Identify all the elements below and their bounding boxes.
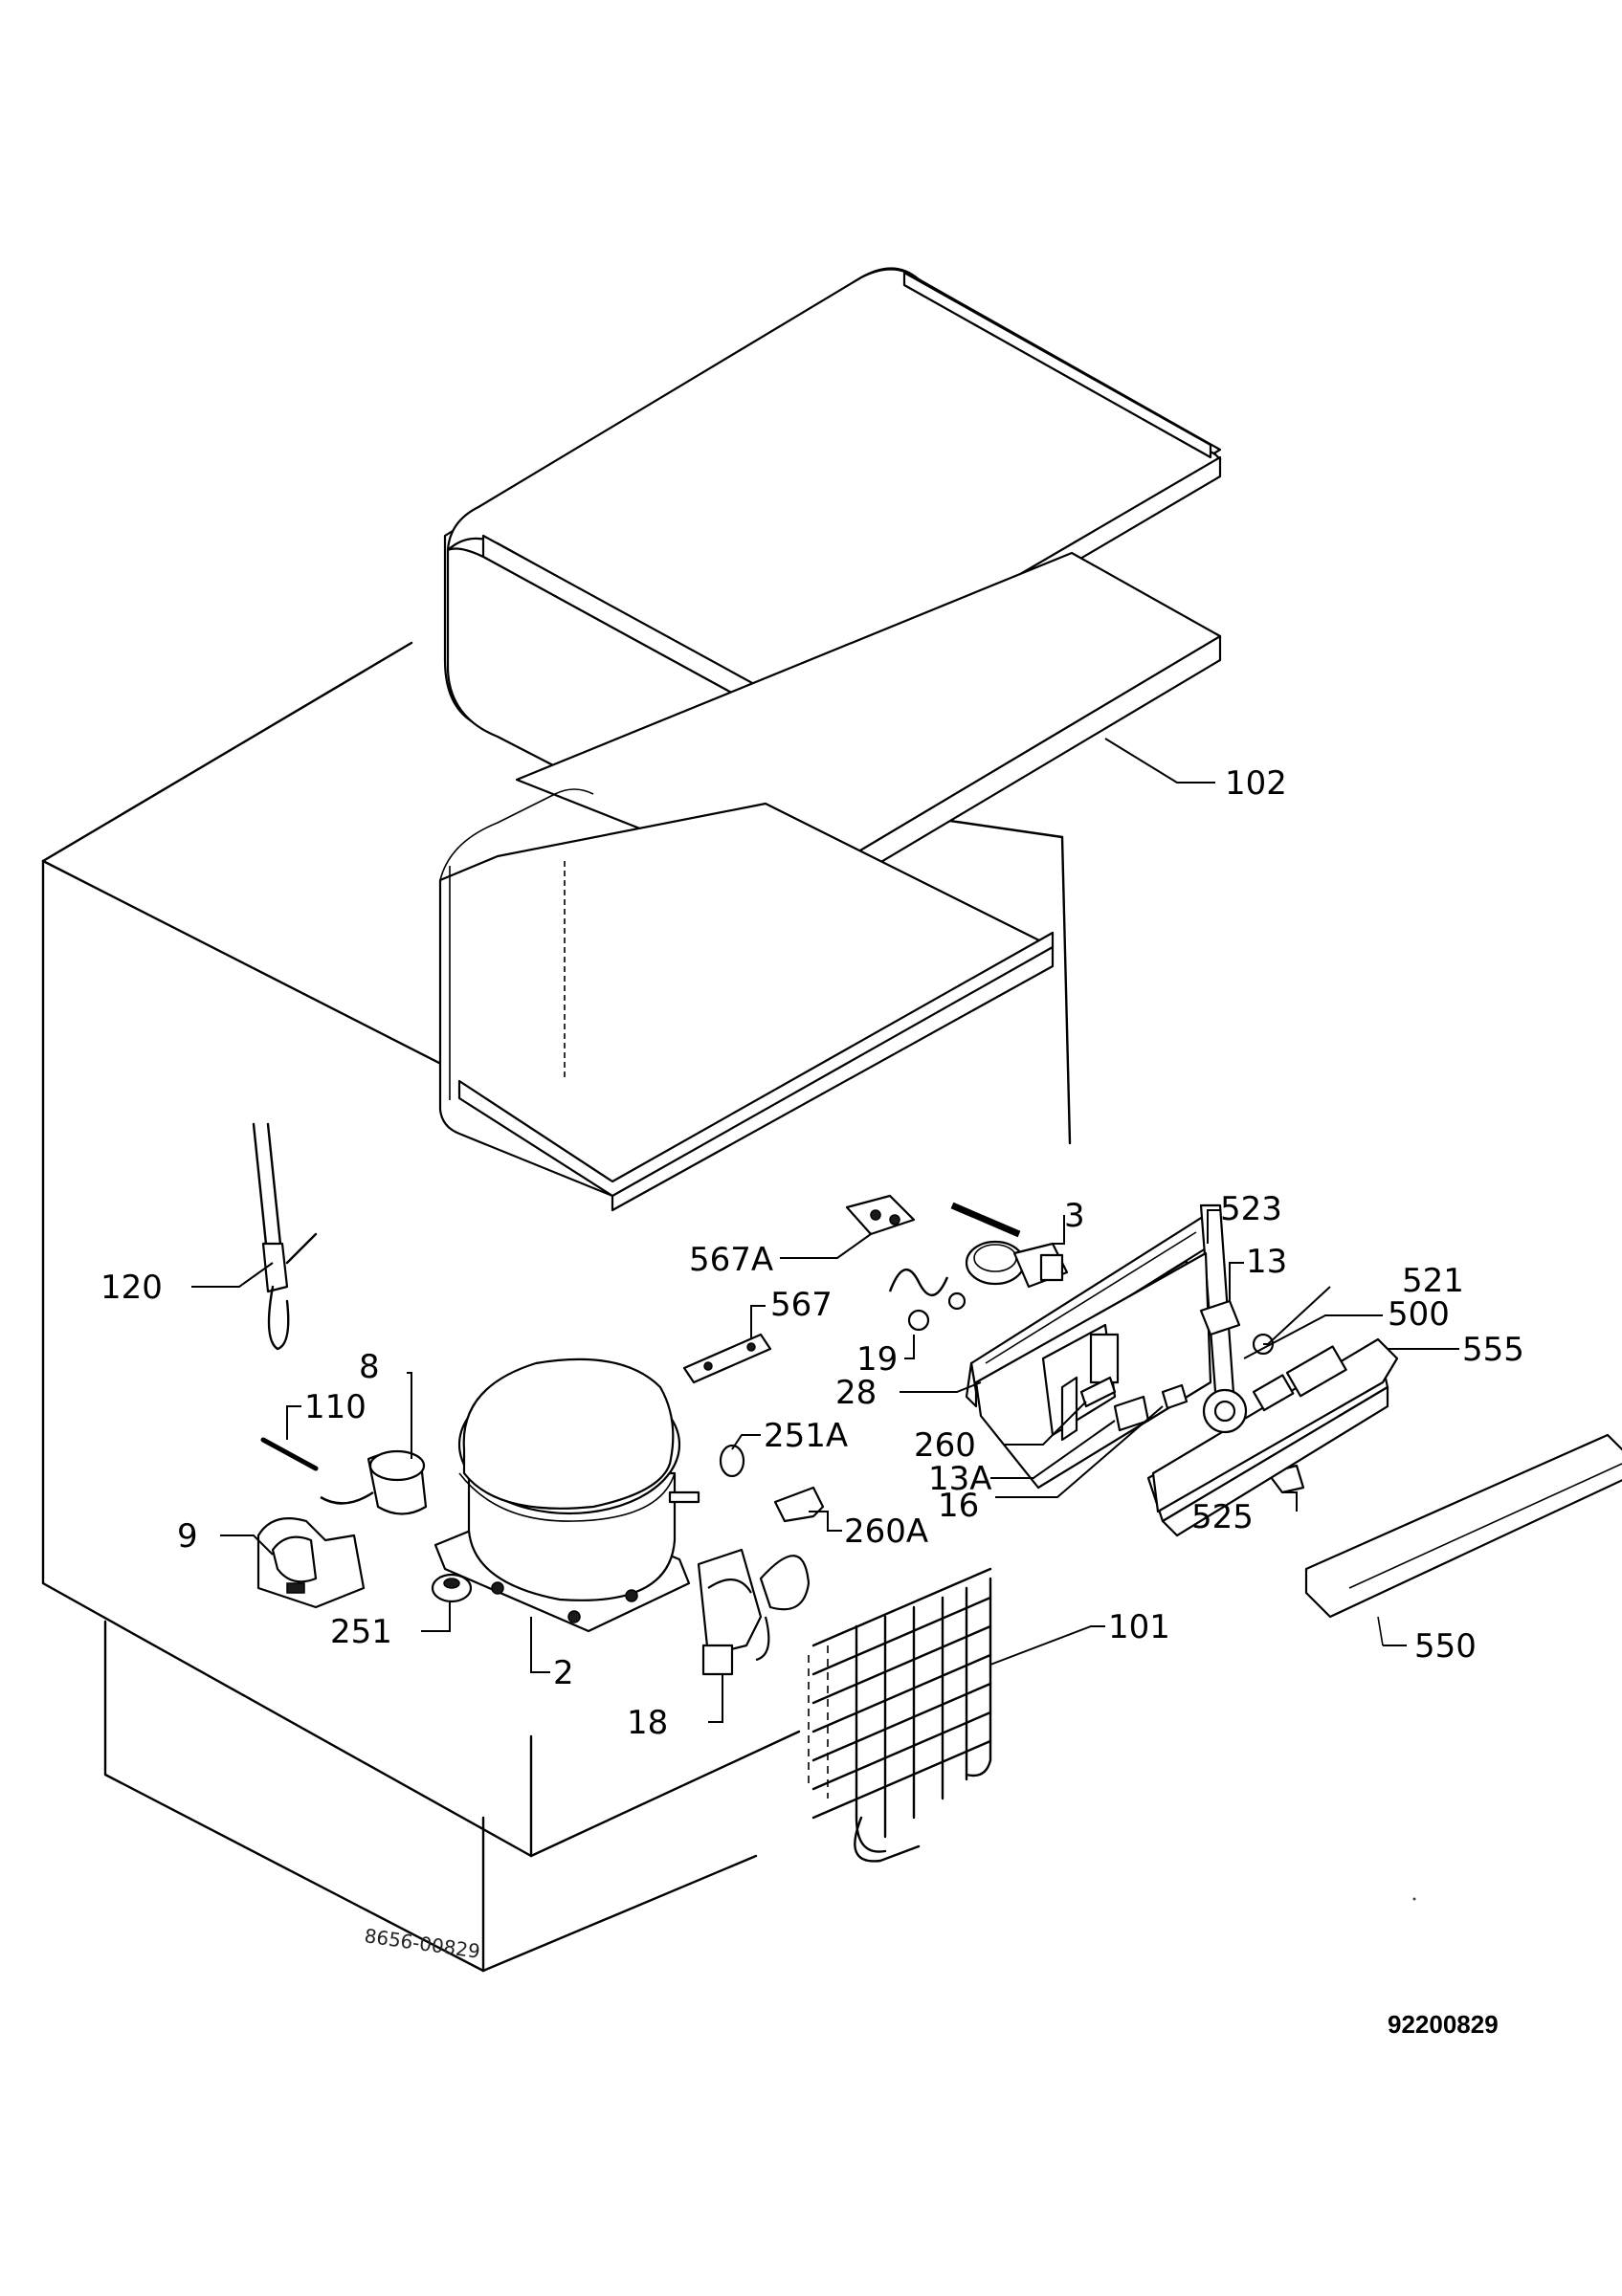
callout-19: 19 (856, 1340, 898, 1379)
thermostat-bracket-28 (974, 1251, 1212, 1490)
callout-567: 567 (770, 1286, 833, 1324)
callout-3: 3 (1064, 1197, 1085, 1235)
callout-523: 523 (1220, 1190, 1282, 1228)
callout-567A: 567A (689, 1241, 773, 1279)
grommet-251 (431, 1573, 473, 1603)
callout-101: 101 (1108, 1608, 1170, 1646)
callout-555: 555 (1462, 1331, 1524, 1369)
condenser-101 (808, 1567, 992, 1863)
callout-550: 550 (1414, 1627, 1477, 1666)
callout-13A: 13A (928, 1460, 992, 1498)
callout-260: 260 (914, 1426, 976, 1465)
callout-251A: 251A (764, 1417, 848, 1455)
stray-mark (1412, 1897, 1416, 1901)
trim-strip-550 (1304, 1433, 1622, 1646)
top-cover-assembly (443, 267, 1222, 892)
callout-13: 13 (1246, 1243, 1287, 1281)
overload-9 (256, 1517, 366, 1609)
fan-motor-18 (697, 1548, 811, 1676)
callout-18: 18 (627, 1704, 668, 1742)
handwritten-reference: 8656-00829 (363, 1924, 481, 1963)
callout-110: 110 (304, 1388, 367, 1426)
thermostat-housing-555 (1146, 1337, 1399, 1537)
callout-500: 500 (1388, 1295, 1450, 1334)
thermostat-lead-120 (252, 1122, 318, 1351)
callout-28: 28 (835, 1374, 877, 1412)
thermostat-3 (950, 1202, 1069, 1289)
callout-525: 525 (1191, 1498, 1254, 1536)
leader-lines (191, 738, 1459, 1723)
callout-labels: 102 3 523 567A 13 521 120 500 567 555 8 … (100, 764, 1524, 1742)
control-panel-523 (965, 1203, 1236, 1418)
callout-2: 2 (553, 1654, 574, 1692)
callout-251: 251 (330, 1613, 392, 1651)
capillary-110 (260, 1437, 319, 1471)
callout-521: 521 (1402, 1262, 1464, 1300)
callout-260A: 260A (844, 1512, 928, 1551)
callout-102: 102 (1225, 764, 1287, 803)
document-number: 92200829 (1388, 2010, 1499, 2039)
compressor-2 (433, 1358, 700, 1633)
callout-16: 16 (938, 1487, 979, 1525)
inner-compartment (438, 788, 1055, 1212)
callout-9: 9 (177, 1517, 198, 1556)
callout-120: 120 (100, 1269, 163, 1307)
relay-8 (320, 1449, 428, 1515)
callout-8: 8 (359, 1348, 380, 1386)
